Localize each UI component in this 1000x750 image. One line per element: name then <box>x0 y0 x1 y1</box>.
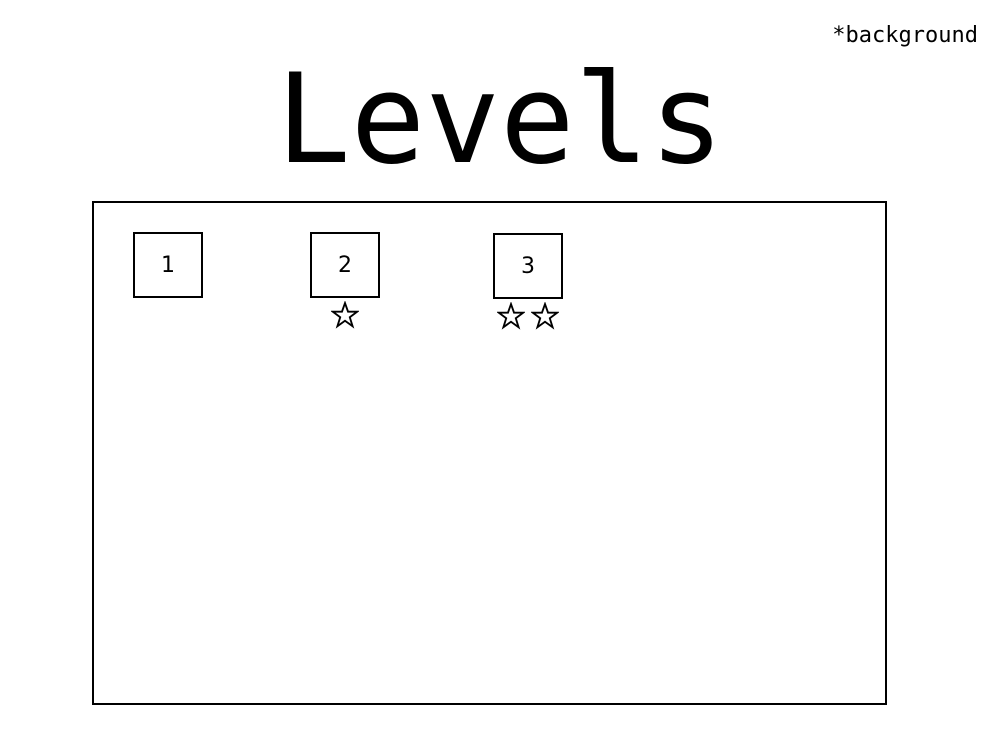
page-title: Levels <box>276 48 724 192</box>
level-item-2: 2 <box>310 232 380 331</box>
level-item-1: 1 <box>133 232 203 331</box>
level-button-1[interactable]: 1 <box>133 232 203 298</box>
level-item-3: 3 <box>493 233 563 332</box>
level-stars-2 <box>310 301 380 331</box>
level-button-3[interactable]: 3 <box>493 233 563 299</box>
level-button-2[interactable]: 2 <box>310 232 380 298</box>
star-outline-icon <box>331 301 359 329</box>
levels-panel: 1 2 3 <box>92 201 887 705</box>
background-annotation: *background <box>832 23 978 48</box>
star-outline-icon <box>497 302 525 330</box>
star-outline-icon <box>531 302 559 330</box>
level-stars-3 <box>493 302 563 332</box>
level-stars-1 <box>133 301 203 331</box>
